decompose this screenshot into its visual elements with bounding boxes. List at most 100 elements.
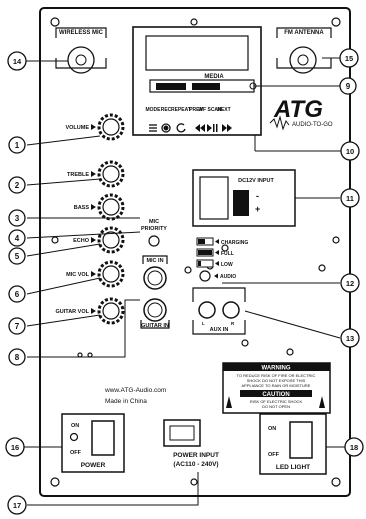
guitar-vol-knob[interactable] (97, 297, 125, 325)
caution-text-1: RISK OF ELECTRIC SHOCK (250, 399, 303, 404)
warning-text-3: APPLIANCE TO RAIN OR MOISTURE (242, 383, 311, 388)
mic-in-jack[interactable] (143, 266, 167, 290)
power-icon (69, 432, 79, 442)
warning-text-1: TO REDUCE RISK OF FIRE OR ELECTRIC (237, 373, 316, 378)
mic-vol-knob[interactable] (97, 260, 125, 288)
mic-in-bracket (142, 255, 168, 264)
wireless-mic-antenna-jack[interactable] (67, 46, 95, 74)
guitar-in-label: GUITAR IN (141, 323, 169, 329)
battery-full-icon (196, 248, 214, 257)
callout-numbers: 1 2 3 4 5 6 7 8 9 10 11 12 13 14 15 16 1… (5, 48, 364, 515)
fm-antenna-jack[interactable] (289, 46, 317, 74)
exclamation-warning-icon (319, 396, 325, 408)
mic-in-label: MIC IN (146, 258, 163, 264)
aux-in-label: AUX IN (210, 327, 229, 333)
aux-in-left-jack[interactable] (198, 301, 216, 319)
dc-minus-label: - (256, 191, 259, 201)
usb-port[interactable] (192, 83, 220, 90)
battery-low-icon (196, 259, 214, 268)
power-switch[interactable] (91, 420, 115, 456)
guitar-in-jack[interactable] (143, 298, 167, 322)
dc-input-terminal (233, 190, 249, 216)
warning-title: WARNING (262, 366, 291, 372)
callout-18: 18 (350, 443, 358, 452)
fm-antenna-label: FM ANTENNA (284, 30, 324, 36)
power-input-socket[interactable] (163, 419, 201, 447)
volume-arrow-icon (91, 124, 96, 130)
battery-charging-label: CHARGING (221, 240, 248, 246)
media-repeat-label: REPEAT (171, 107, 191, 113)
panel-screws (50, 17, 341, 487)
battery-full-label: FULL (221, 251, 234, 257)
media-wf-scan-label: WF SCAN (198, 107, 222, 113)
callout-lines (24, 57, 345, 506)
callout-12: 12 (346, 279, 354, 288)
callout-4: 4 (15, 234, 20, 243)
callout-2: 2 (15, 181, 20, 190)
volume-knob[interactable] (97, 113, 125, 141)
sd-card-slot[interactable] (156, 83, 186, 90)
caution-title: CAUTION (262, 392, 289, 398)
echo-knob[interactable] (97, 226, 125, 254)
aux-in-bracket (192, 287, 246, 335)
aux-r-label: R (231, 321, 235, 326)
audio-jack[interactable] (199, 270, 211, 282)
mic-priority-label-2: PRIORITY (141, 226, 167, 232)
callout-16: 16 (11, 443, 19, 452)
website-text: www.ATG-Audio.com (104, 387, 166, 394)
mic-priority-button[interactable] (148, 235, 160, 247)
callout-8: 8 (15, 353, 20, 362)
atg-tagline: AUDIO-TO-GO (292, 122, 333, 128)
volume-label: VOLUME (65, 125, 89, 131)
callout-11: 11 (346, 194, 354, 203)
next-icon[interactable] (222, 124, 232, 132)
aux-l-label: L (202, 321, 205, 326)
callout-10: 10 (346, 147, 354, 156)
led-light-switch[interactable] (289, 421, 313, 459)
lightning-warning-icon (226, 396, 232, 408)
made-in-text: Made in China (105, 398, 147, 405)
echo-label: ECHO (73, 238, 90, 244)
wireless-mic-label: WIRELESS MIC (59, 30, 104, 36)
guitar-in-bracket (140, 320, 170, 329)
callout-13: 13 (346, 334, 354, 343)
mic-vol-label: MIC VOL (66, 272, 90, 278)
record-icon[interactable] (161, 123, 171, 133)
treble-knob[interactable] (97, 160, 125, 188)
warning-box (222, 362, 331, 414)
media-prev-label: PREV (189, 107, 203, 113)
caution-text-2: DO NOT OPEN (262, 404, 290, 409)
dc-plus-label: + (255, 204, 260, 214)
bass-knob[interactable] (97, 193, 125, 221)
media-label: MEDIA (204, 74, 224, 80)
menu-icon[interactable] (149, 124, 157, 132)
power-on-label: ON (71, 423, 79, 429)
battery-charging-icon (196, 237, 214, 246)
play-pause-icon[interactable] (207, 124, 218, 132)
power-input-voltage: (AC110 - 240V) (173, 461, 218, 468)
mic-priority-label-1: MIC (149, 219, 159, 225)
aux-in-right-jack[interactable] (222, 301, 240, 319)
bass-label: BASS (74, 205, 90, 211)
power-label: POWER (81, 462, 106, 469)
callout-9: 9 (346, 82, 351, 91)
repeat-icon[interactable] (176, 123, 186, 133)
power-panel (61, 413, 125, 473)
callout-6: 6 (15, 290, 20, 299)
media-mode-label: MODE (146, 107, 162, 113)
callout-14: 14 (13, 57, 22, 66)
soundwave-icon (269, 115, 290, 131)
power-off-label: OFF (70, 450, 82, 456)
previous-icon[interactable] (195, 124, 205, 132)
led-light-label: LED LIGHT (276, 464, 310, 471)
dc-input-jack[interactable] (199, 176, 229, 220)
media-module (132, 26, 262, 136)
callout-1: 1 (15, 141, 20, 150)
wireless-mic-bracket (55, 27, 107, 69)
dc-input-label: DC12V INPUT (238, 178, 274, 184)
led-off-label: OFF (268, 452, 280, 458)
media-rec-label: REC (161, 107, 172, 113)
battery-low-label: LOW (221, 262, 233, 268)
led-on-label: ON (268, 426, 276, 432)
